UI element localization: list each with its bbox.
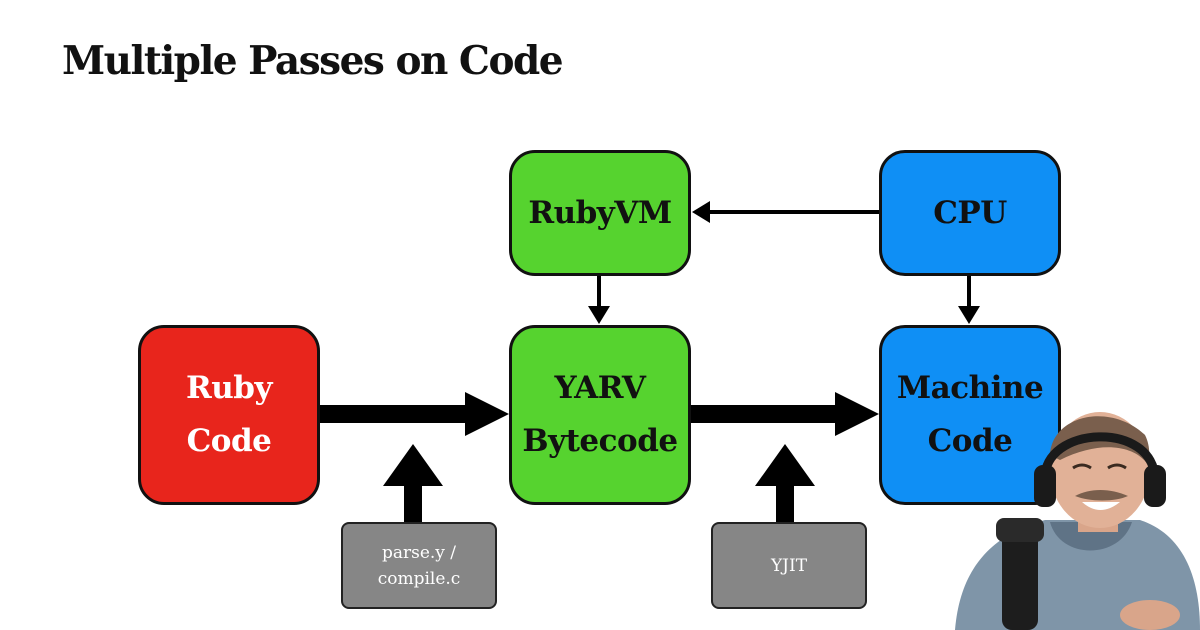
presenter-webcam bbox=[955, 412, 1200, 630]
node-yarv-line1: YARV bbox=[554, 370, 646, 406]
node-rubyvm: RubyVM bbox=[509, 150, 691, 276]
tool-yjit-label: YJIT bbox=[770, 555, 808, 576]
arrow-parser-up bbox=[383, 444, 443, 522]
tool-parser: parse.y / compile.c bbox=[341, 522, 497, 609]
tool-yjit: YJIT bbox=[711, 522, 867, 609]
tool-parser-line1: parse.y / bbox=[381, 542, 457, 563]
slide-title: Multiple Passes on Code bbox=[62, 38, 564, 84]
node-ruby-code-line2: Code bbox=[186, 423, 272, 459]
arrow-cpu-to-rubyvm bbox=[692, 201, 882, 223]
node-yarv-line2: Bytecode bbox=[522, 423, 678, 459]
node-cpu: CPU bbox=[879, 150, 1061, 276]
node-ruby-code-line1: Ruby bbox=[186, 370, 273, 406]
node-rubyvm-label: RubyVM bbox=[528, 194, 672, 231]
node-machine-code-line2: Code bbox=[927, 423, 1013, 459]
node-ruby-code: Ruby Code bbox=[138, 325, 320, 505]
arrow-ruby-to-yarv bbox=[318, 392, 509, 436]
arrow-yarv-to-machine bbox=[688, 392, 879, 436]
node-cpu-label: CPU bbox=[933, 194, 1007, 231]
node-machine-code-line1: Machine bbox=[896, 370, 1044, 406]
node-yarv-bytecode: YARV Bytecode bbox=[509, 325, 691, 505]
node-machine-code: Machine Code bbox=[879, 325, 1061, 505]
arrow-yjit-up bbox=[755, 444, 815, 522]
arrow-cpu-to-machine bbox=[958, 275, 980, 324]
tool-parser-line2: compile.c bbox=[377, 568, 461, 589]
arrow-rubyvm-to-yarv bbox=[588, 275, 610, 324]
